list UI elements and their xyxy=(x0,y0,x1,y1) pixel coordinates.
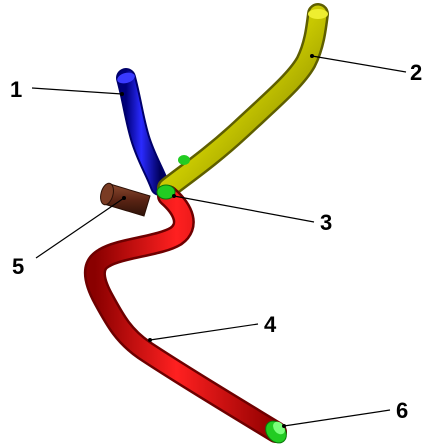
leader-lines xyxy=(31,54,407,428)
yellow-hose-clip xyxy=(178,155,190,165)
leader-line-6 xyxy=(283,409,391,427)
leader-line-3 xyxy=(173,195,315,223)
callout-number-6: 6 xyxy=(396,398,408,423)
leader-dot-1 xyxy=(120,92,124,96)
callout-number-1: 1 xyxy=(10,77,22,102)
leader-dot-5 xyxy=(122,196,126,200)
leader-line-5 xyxy=(35,197,125,259)
yellow-hose xyxy=(157,3,329,199)
red-hose xyxy=(84,185,287,443)
callout-numbers: 1 2 3 4 5 6 xyxy=(10,60,422,423)
leader-line-4 xyxy=(149,323,259,341)
blue-hose xyxy=(116,68,170,196)
callout-number-4: 4 xyxy=(264,312,277,337)
leader-dot-4 xyxy=(148,338,152,342)
leader-line-2 xyxy=(311,55,407,73)
leader-dot-2 xyxy=(310,54,314,58)
leader-dot-3 xyxy=(172,194,176,198)
leader-dot-6 xyxy=(282,424,286,428)
brown-sleeve xyxy=(100,182,151,217)
junction-connector xyxy=(156,184,176,200)
leader-line-1 xyxy=(31,87,123,95)
end-fitting xyxy=(265,420,287,444)
callout-number-2: 2 xyxy=(410,60,422,85)
callout-number-3: 3 xyxy=(320,210,332,235)
callout-number-5: 5 xyxy=(12,254,24,279)
